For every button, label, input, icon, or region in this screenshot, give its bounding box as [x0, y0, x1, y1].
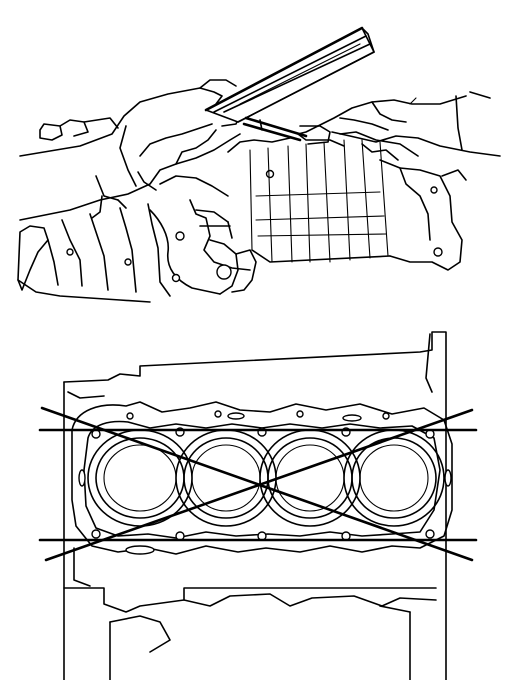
right-hand-with-feeler-gauge — [242, 91, 501, 157]
bolt-hole-icon — [216, 264, 232, 280]
oil-passage-icon — [227, 412, 245, 420]
bolt-hole-icon — [175, 231, 185, 241]
cylinder-bore-4 — [343, 429, 445, 527]
oil-passage-icon — [444, 469, 452, 487]
oil-passage-icon — [342, 414, 362, 422]
bolt-hole-icon — [433, 247, 443, 257]
water-hole-icon — [126, 412, 134, 420]
bolt-hole-icon — [430, 186, 438, 194]
oil-passage-icon — [125, 545, 155, 555]
left-hand-holding-straightedge — [19, 79, 241, 221]
bottom-panel-deck-measurement — [38, 331, 478, 680]
measurement-line-diagonal-1 — [40, 406, 474, 562]
cylinder-bore-2 — [175, 429, 277, 527]
bolt-hole-icon — [66, 248, 74, 256]
bolt-hole-icon — [91, 529, 101, 539]
bolt-hole-icon — [265, 169, 275, 179]
water-hole-icon — [382, 412, 390, 420]
top-panel-flatness-check — [17, 26, 501, 303]
bolt-hole-icon — [171, 273, 181, 283]
oil-passage-icon — [78, 469, 86, 487]
cylinder-block-outline — [63, 331, 447, 680]
measurement-line-diagonal-2 — [44, 408, 474, 562]
engine-block-perspective — [17, 117, 467, 303]
bolt-hole-icon — [425, 529, 435, 539]
water-hole-icon — [214, 410, 222, 418]
straightedge-tool — [204, 26, 375, 123]
measurement-lines — [38, 406, 478, 562]
bolt-hole-icon — [124, 258, 132, 266]
deck-surface — [71, 401, 453, 555]
water-hole-icon — [296, 410, 304, 418]
